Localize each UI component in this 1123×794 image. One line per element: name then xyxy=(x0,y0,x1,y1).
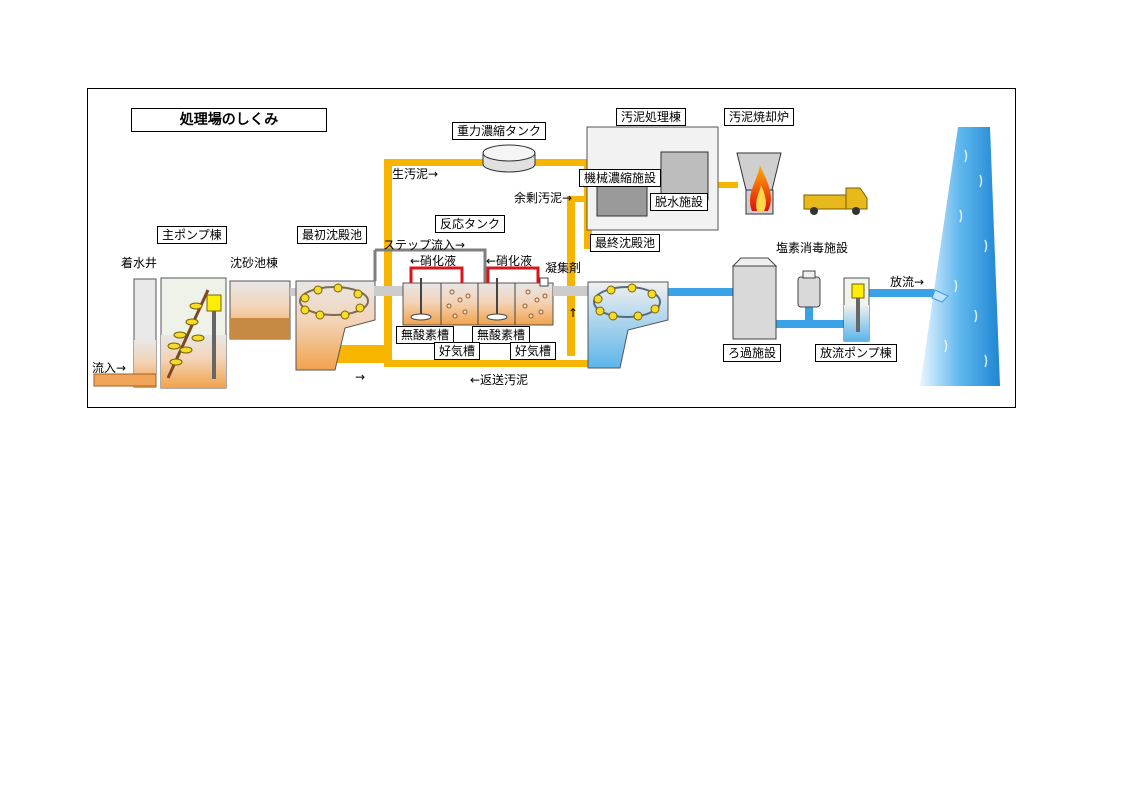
label-discharge-pump: 放流ポンプ棟 xyxy=(815,344,897,362)
label-sludge-building: 汚泥処理棟 xyxy=(616,108,687,126)
label-excess-sludge: 余剰汚泥→ xyxy=(514,191,573,205)
label-final-tank: 最終沈殿池 xyxy=(590,234,661,252)
label-incinerator: 汚泥焼却炉 xyxy=(724,108,795,126)
sludge-treatment-building xyxy=(586,126,719,231)
label-dewatering: 脱水施設 xyxy=(650,193,709,211)
reaction-tank xyxy=(373,248,593,326)
discharge-pump-building xyxy=(843,277,870,342)
label-step-inflow: ステップ流入→ xyxy=(383,238,466,252)
label-gravity-thickener: 重力濃縮タンク xyxy=(452,122,547,140)
label-grit-chamber: 沈砂池棟 xyxy=(230,256,279,270)
gravity-thickener xyxy=(482,144,536,173)
receiving-well xyxy=(93,278,157,388)
label-discharge: 放流→ xyxy=(890,275,925,289)
label-primary-tank: 最初沈殿池 xyxy=(297,226,368,244)
receiving-river xyxy=(920,127,1000,386)
label-coagulant: 凝集剤 xyxy=(545,261,582,275)
label-return-sludge: ←返送汚泥 xyxy=(470,373,529,387)
label-raw-sludge: 生汚泥→ xyxy=(392,167,439,181)
label-mech-thickening: 機械濃縮施設 xyxy=(579,169,662,187)
label-aerobic-tank-1: 好気槽 xyxy=(434,342,481,360)
label-main-pump: 主ポンプ棟 xyxy=(157,226,227,244)
chlorination-facility xyxy=(797,270,821,308)
treated-water-pipes xyxy=(663,288,935,328)
incinerator xyxy=(736,152,782,215)
label-inflow: 流入→ xyxy=(92,361,127,375)
label-anoxic-tank-1: 無酸素槽 xyxy=(396,326,455,344)
label-nitrified-liquid-2: ←硝化液 xyxy=(486,254,533,268)
label-aerobic-tank-2: 好気槽 xyxy=(510,342,557,360)
label-filtration: ろ過施設 xyxy=(723,344,782,362)
label-receiving-well: 着水井 xyxy=(121,256,158,270)
label-reaction-tank: 反応タンク xyxy=(435,215,506,233)
diagram-title: 処理場のしくみ xyxy=(131,108,327,132)
main-pump-building xyxy=(160,277,227,389)
label-nitrified-liquid-1: ←硝化液 xyxy=(410,254,457,268)
arrow-right-primary: → xyxy=(355,370,366,384)
arrow-up-return: ↑ xyxy=(568,306,579,320)
sludge-truck xyxy=(803,187,868,215)
filtration-facility xyxy=(731,257,778,340)
primary-settling-tank xyxy=(290,280,404,371)
final-settling-tank xyxy=(587,281,669,369)
label-chlorine: 塩素消毒施設 xyxy=(776,241,849,255)
grit-chamber xyxy=(229,280,291,340)
label-anoxic-tank-2: 無酸素槽 xyxy=(472,326,531,344)
